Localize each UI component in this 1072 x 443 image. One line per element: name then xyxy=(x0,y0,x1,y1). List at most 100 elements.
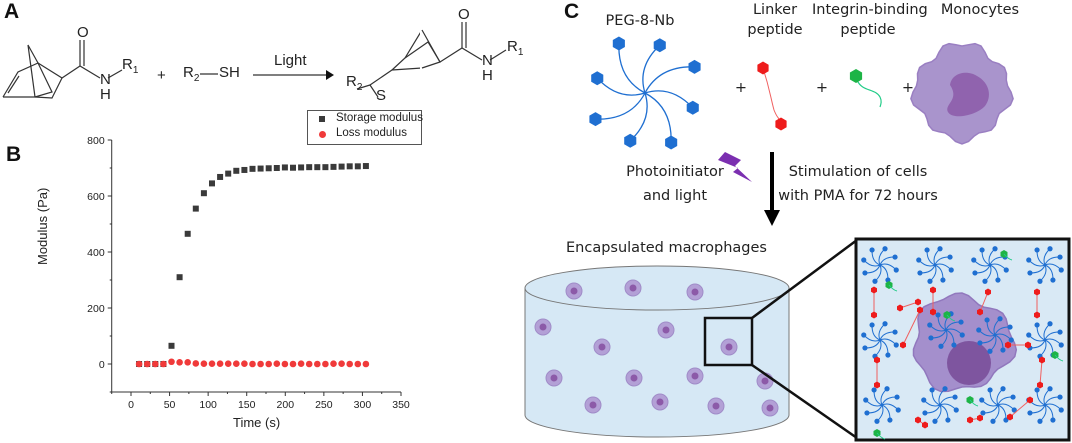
norbornene-hexagon xyxy=(653,38,666,53)
x-tick-label: 0 xyxy=(128,399,134,411)
loss-modulus-point xyxy=(216,360,224,368)
y-tick-label: 600 xyxy=(87,191,105,203)
norbornene-node xyxy=(1026,257,1032,263)
norbornene-node xyxy=(871,387,877,393)
peg-arm xyxy=(978,329,996,337)
linker-end-hexagon xyxy=(1025,341,1031,349)
plus-sign: + xyxy=(734,80,748,96)
peg-arm xyxy=(938,388,946,406)
peg-arm xyxy=(989,263,1007,271)
peg-arm xyxy=(982,404,999,414)
storage-modulus-point xyxy=(249,165,256,172)
peg-arm xyxy=(1043,323,1051,341)
linker-end-hexagon xyxy=(1037,381,1043,389)
y-tick-label: 0 xyxy=(99,359,105,371)
peg-arm xyxy=(1036,324,1046,341)
macrophage-nucleus xyxy=(589,401,597,409)
norbornene-node xyxy=(864,410,870,416)
linker-end-hexagon xyxy=(967,416,973,424)
integrin-chain xyxy=(946,314,956,322)
peg-arm xyxy=(1028,399,1046,407)
linker-end-hexagon xyxy=(1007,413,1013,421)
norbornene-node xyxy=(1034,247,1040,253)
peg-arm xyxy=(994,334,1004,351)
norbornene-node xyxy=(862,270,868,276)
norbornene-node xyxy=(948,311,954,317)
peg-arm xyxy=(929,324,947,332)
panel-b-label: B xyxy=(6,143,22,166)
storage-modulus-point xyxy=(257,165,264,172)
peg-arm xyxy=(865,399,883,407)
loss-modulus-point xyxy=(257,360,264,368)
norbornene-hexagon xyxy=(686,100,699,115)
loss-modulus-point xyxy=(184,359,191,366)
linker-chain xyxy=(902,309,921,346)
norbornene-node xyxy=(1057,254,1063,260)
peg-arm xyxy=(1044,256,1061,266)
linker-end-hexagon xyxy=(757,61,769,75)
macrophage-nucleus xyxy=(691,372,699,380)
norbornene-node xyxy=(1050,277,1056,283)
norbornene-node xyxy=(1047,386,1053,392)
peg-arm xyxy=(945,321,962,331)
storage-modulus-point xyxy=(217,173,224,180)
linker-end-hexagon xyxy=(1027,396,1033,404)
loss-modulus-point xyxy=(160,360,167,368)
peg-arm xyxy=(989,389,999,406)
norbornene-node xyxy=(1037,278,1043,284)
loss-modulus-point xyxy=(192,360,200,367)
product-sulfur: S xyxy=(376,87,387,104)
norbornene-node xyxy=(938,343,944,349)
peg-arm xyxy=(989,256,1006,266)
macrophage-cell xyxy=(584,396,602,414)
integrin-hexagon xyxy=(966,396,974,404)
chart-legend: Storage modulus Loss modulus xyxy=(307,110,423,145)
peg-arm xyxy=(1028,259,1046,267)
norbornene-hexagon xyxy=(624,133,637,148)
peg-arm xyxy=(879,263,897,271)
integrin-chain xyxy=(876,432,886,440)
peg-arm xyxy=(596,77,646,96)
integrin-chain xyxy=(856,79,882,108)
norbornene-node xyxy=(935,312,941,318)
peg-arm xyxy=(879,339,889,356)
norbornene-node xyxy=(916,257,922,263)
norbornene-node xyxy=(1057,329,1063,335)
integrin-chain xyxy=(969,399,979,407)
plus-sign: + xyxy=(157,67,166,84)
loss-modulus-point xyxy=(135,360,143,368)
linker-end-hexagon xyxy=(900,341,906,349)
loss-modulus-point xyxy=(249,360,256,368)
linker-chain xyxy=(917,419,926,426)
norbornene-node xyxy=(927,278,933,284)
x-tick-label: 250 xyxy=(315,399,333,411)
norbornene-node xyxy=(1047,321,1053,327)
storage-modulus-point xyxy=(354,163,361,170)
norbornene-node xyxy=(885,277,891,283)
norbornene-node xyxy=(869,322,875,328)
norbornene-node xyxy=(1047,246,1053,252)
storage-modulus-point xyxy=(233,167,240,174)
loss-modulus-point xyxy=(208,360,216,368)
peg-arm xyxy=(879,338,897,346)
macrophage-cell xyxy=(625,369,643,387)
peg-arm xyxy=(993,318,1001,336)
norbornene-node xyxy=(1058,267,1064,273)
peg-arm xyxy=(595,92,646,120)
norbornene-node xyxy=(952,394,958,400)
storage-modulus-point xyxy=(168,342,175,349)
loss-modulus-point xyxy=(265,360,273,368)
norbornene-node xyxy=(869,247,875,253)
norbornene-node xyxy=(928,335,934,341)
thiol-sh: SH xyxy=(219,64,240,81)
norbornene-node xyxy=(861,257,867,263)
peg-arm xyxy=(874,339,882,357)
peg-arm xyxy=(644,90,694,109)
peg-arm xyxy=(1029,404,1046,414)
norbornene-hexagon xyxy=(612,36,625,51)
peg-arm xyxy=(1039,339,1047,357)
macrophage-cell xyxy=(707,397,725,415)
panel-c-label: C xyxy=(564,0,580,23)
norbornene-node xyxy=(1027,270,1033,276)
